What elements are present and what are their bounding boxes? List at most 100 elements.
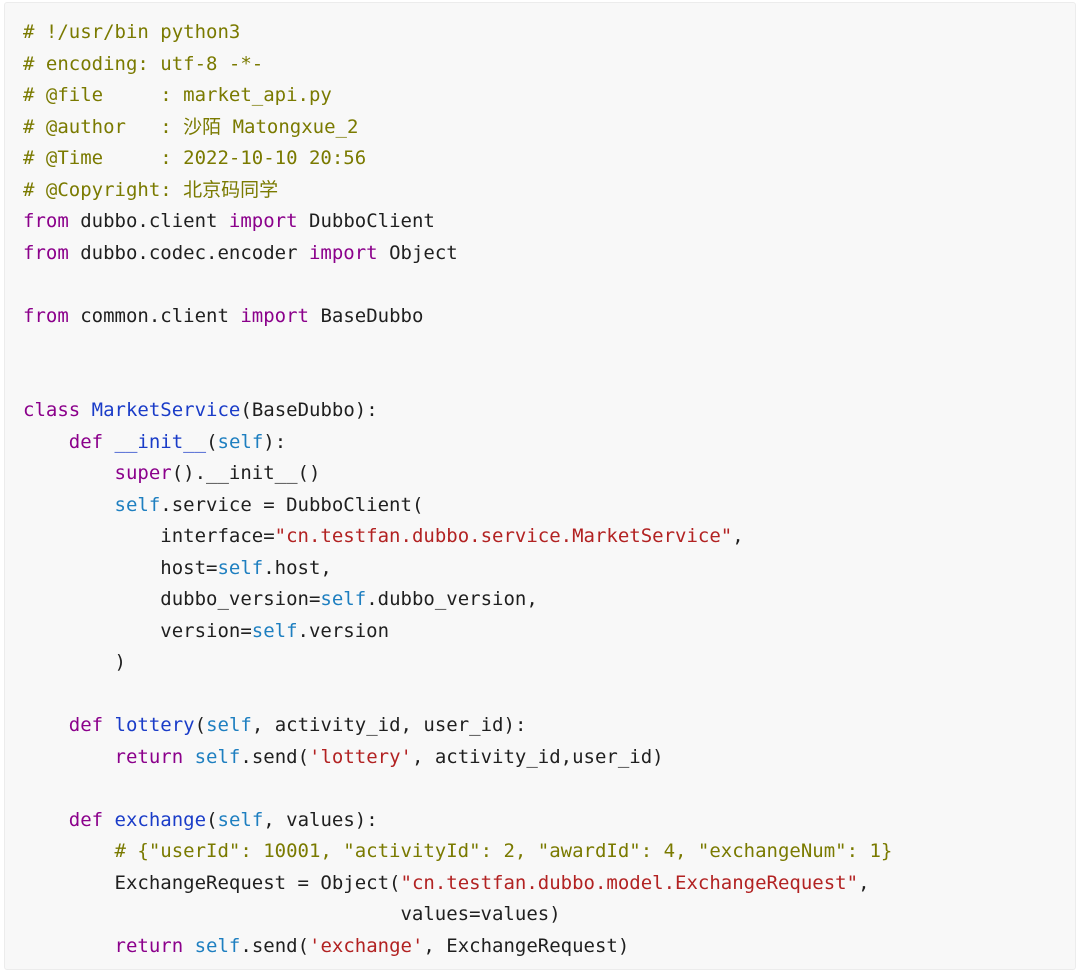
code-token-plain: .version	[297, 619, 390, 642]
code-token-plain: (	[206, 808, 218, 831]
code-token-plain: (BaseDubbo):	[240, 399, 378, 421]
code-line: def __init__(self):	[23, 427, 892, 459]
code-token-plain: ,	[858, 871, 870, 894]
code-token-plain: ().__init__()	[171, 462, 321, 484]
code-listing: # !/usr/bin python3 # encoding: utf-8 -*-…	[23, 17, 892, 962]
code-token-plain	[23, 462, 115, 484]
code-token-plain: dubbo.client	[68, 210, 229, 232]
code-token-keyword: import	[308, 241, 378, 264]
code-token-string: 'exchange'	[309, 934, 424, 957]
code-token-comment: # @Copyright: 北京码同学	[23, 178, 279, 201]
code-token-self: self	[194, 934, 241, 957]
code-token-string: "cn.testfan.dubbo.model.ExchangeRequest"	[400, 871, 859, 894]
code-block: # !/usr/bin python3 # encoding: utf-8 -*-…	[4, 2, 1076, 970]
code-token-plain	[103, 809, 114, 831]
code-line: host=self.host,	[23, 553, 892, 585]
code-token-keyword: from	[23, 210, 69, 232]
code-token-plain: .service = DubboClient(	[160, 493, 424, 516]
code-token-plain	[23, 494, 115, 516]
code-line: def lottery(self, activity_id, user_id):	[23, 710, 892, 742]
code-token-plain: .send(	[240, 745, 310, 768]
code-token-keyword: def	[68, 808, 104, 831]
code-token-plain	[23, 935, 115, 957]
code-token-plain: DubboClient	[297, 210, 435, 232]
code-token-plain: .send(	[240, 934, 310, 957]
code-token-plain: dubbo.codec.encoder	[68, 241, 309, 264]
code-token-plain: , values):	[263, 808, 378, 831]
code-token-plain	[103, 714, 114, 736]
code-token-plain: .host,	[263, 556, 332, 579]
code-token-name: MarketService	[91, 399, 241, 421]
code-token-plain: , ExchangeRequest)	[423, 934, 630, 957]
code-line: # @Time : 2022-10-10 20:56	[23, 143, 892, 175]
code-line: )	[23, 647, 892, 679]
code-token-self: self	[206, 714, 252, 736]
code-token-name: __init__	[114, 430, 207, 453]
code-token-comment: # @file : market_api.py	[23, 84, 332, 106]
code-token-plain	[23, 746, 115, 768]
code-line	[23, 364, 892, 396]
code-line: self.service = DubboClient(	[23, 490, 892, 522]
code-token-plain	[183, 935, 194, 957]
code-token-plain	[23, 840, 115, 862]
code-token-plain: (	[194, 714, 207, 736]
code-line: # @file : market_api.py	[23, 80, 892, 112]
code-line: return self.send('lottery', activity_id,…	[23, 742, 892, 774]
code-line: super().__init__()	[23, 458, 892, 490]
code-token-self: self	[114, 493, 161, 516]
code-token-comment: # !/usr/bin python3	[23, 21, 241, 43]
code-token-plain: host=	[23, 556, 218, 579]
code-line: return self.send('exchange', ExchangeReq…	[23, 931, 892, 963]
code-token-keyword: def	[68, 714, 104, 736]
code-token-plain: , activity_id,user_id)	[411, 745, 664, 768]
code-token-self: self	[217, 808, 264, 831]
code-token-plain	[103, 431, 114, 453]
code-token-plain	[80, 399, 91, 421]
code-token-keyword: def	[68, 430, 104, 453]
code-token-plain	[23, 714, 69, 736]
code-line: # encoding: utf-8 -*-	[23, 49, 892, 81]
code-token-comment: # encoding: utf-8 -*-	[23, 52, 264, 75]
code-line: # {"userId": 10001, "activityId": 2, "aw…	[23, 836, 893, 868]
code-token-plain: common.client	[68, 304, 241, 327]
code-line	[23, 773, 892, 805]
code-token-keyword: import	[228, 210, 298, 232]
code-token-plain: version=	[23, 619, 252, 642]
code-token-name: exchange	[114, 808, 207, 831]
code-line: from dubbo.codec.encoder import Object	[23, 238, 892, 270]
code-line	[23, 269, 892, 301]
code-token-plain: dubbo_version=	[23, 588, 321, 610]
code-line: # @Copyright: 北京码同学	[23, 175, 892, 207]
code-token-comment: # @Time : 2022-10-10 20:56	[23, 147, 367, 169]
code-token-keyword: class	[23, 399, 81, 421]
code-token-comment: # {"userId": 10001, "activityId": 2, "aw…	[114, 840, 893, 862]
code-token-plain: Object	[377, 241, 458, 264]
code-line: ExchangeRequest = Object("cn.testfan.dub…	[23, 868, 892, 900]
code-line: def exchange(self, values):	[23, 805, 892, 837]
code-token-plain: interface=	[23, 525, 275, 547]
code-line: interface="cn.testfan.dubbo.service.Mark…	[23, 521, 892, 553]
code-line: dubbo_version=self.dubbo_version,	[23, 584, 892, 616]
code-token-plain: (	[206, 430, 218, 453]
code-line: # !/usr/bin python3	[23, 17, 892, 49]
code-token-plain: ExchangeRequest = Object(	[23, 871, 401, 894]
code-line: class MarketService(BaseDubbo):	[23, 395, 892, 427]
code-line: values=values)	[23, 899, 892, 931]
code-token-self: self	[217, 430, 264, 453]
code-line: from dubbo.client import DubboClient	[23, 206, 892, 238]
code-line: # @author : 沙陌 Matongxue_2	[23, 112, 892, 144]
code-line	[23, 679, 892, 711]
code-token-plain: , activity_id, user_id):	[251, 714, 527, 736]
code-token-plain	[23, 431, 69, 453]
code-token-plain: BaseDubbo	[309, 304, 424, 327]
code-token-string: "cn.testfan.dubbo.service.MarketService"	[274, 525, 733, 547]
code-line: from common.client import BaseDubbo	[23, 301, 892, 333]
code-token-plain: ,	[732, 525, 744, 547]
code-line	[23, 332, 892, 364]
code-token-plain	[23, 809, 69, 831]
code-token-string: 'lottery'	[309, 745, 412, 768]
code-token-self: self	[217, 556, 264, 579]
code-token-comment: # @author : 沙陌 Matongxue_2	[23, 115, 359, 138]
code-token-builtin: super	[114, 462, 172, 484]
code-line: version=self.version	[23, 616, 892, 648]
